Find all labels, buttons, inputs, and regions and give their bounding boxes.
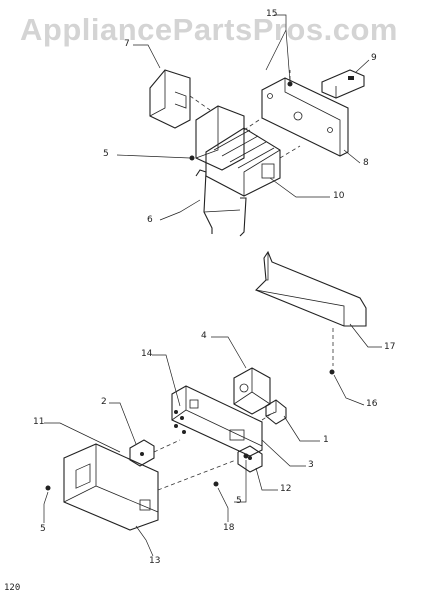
part-13-housing xyxy=(63,443,159,531)
part-1-switch xyxy=(265,399,287,425)
callout-5-lower: 5 xyxy=(40,524,46,534)
leader-lines xyxy=(43,14,382,557)
callout-12: 12 xyxy=(280,484,292,494)
screw-5-lower-mid xyxy=(243,453,249,459)
screw-15 xyxy=(287,81,293,87)
screw-5-lower-left xyxy=(45,485,51,491)
callout-15: 15 xyxy=(266,9,278,19)
part-7-cover xyxy=(149,69,191,129)
callout-18: 18 xyxy=(223,523,235,533)
part-14-screws xyxy=(174,410,186,434)
part-3-plate xyxy=(171,385,263,457)
callout-9: 9 xyxy=(371,53,377,63)
part-12-bracket xyxy=(237,445,263,473)
page-code: 120 xyxy=(4,583,21,593)
callout-4: 4 xyxy=(201,331,207,341)
screw-18 xyxy=(213,481,219,487)
screw-5-upper xyxy=(189,155,195,161)
part-9-clip xyxy=(321,69,365,99)
callout-7: 7 xyxy=(124,39,130,49)
callout-5-mid: 5 xyxy=(236,496,242,506)
callout-13: 13 xyxy=(149,556,161,566)
callout-3: 3 xyxy=(308,460,314,470)
part-6-harness xyxy=(195,169,247,237)
callout-2: 2 xyxy=(101,397,107,407)
watermark: AppliancePartsPros.com xyxy=(20,12,398,47)
callout-11: 11 xyxy=(33,417,45,427)
part-10-icemaker xyxy=(195,105,281,197)
callout-5-upper: 5 xyxy=(103,149,109,159)
callout-10: 10 xyxy=(333,191,345,201)
part-17-shield xyxy=(255,250,367,327)
part-16-screw xyxy=(329,369,335,375)
callout-17: 17 xyxy=(384,342,396,352)
callout-6: 6 xyxy=(147,215,153,225)
part-4-motor xyxy=(233,367,271,415)
callout-8: 8 xyxy=(363,158,369,168)
callout-1: 1 xyxy=(323,435,329,445)
callout-14: 14 xyxy=(141,349,153,359)
callout-16: 16 xyxy=(366,399,378,409)
part-8-bracket xyxy=(261,77,349,157)
part-2-fastener xyxy=(129,439,155,467)
